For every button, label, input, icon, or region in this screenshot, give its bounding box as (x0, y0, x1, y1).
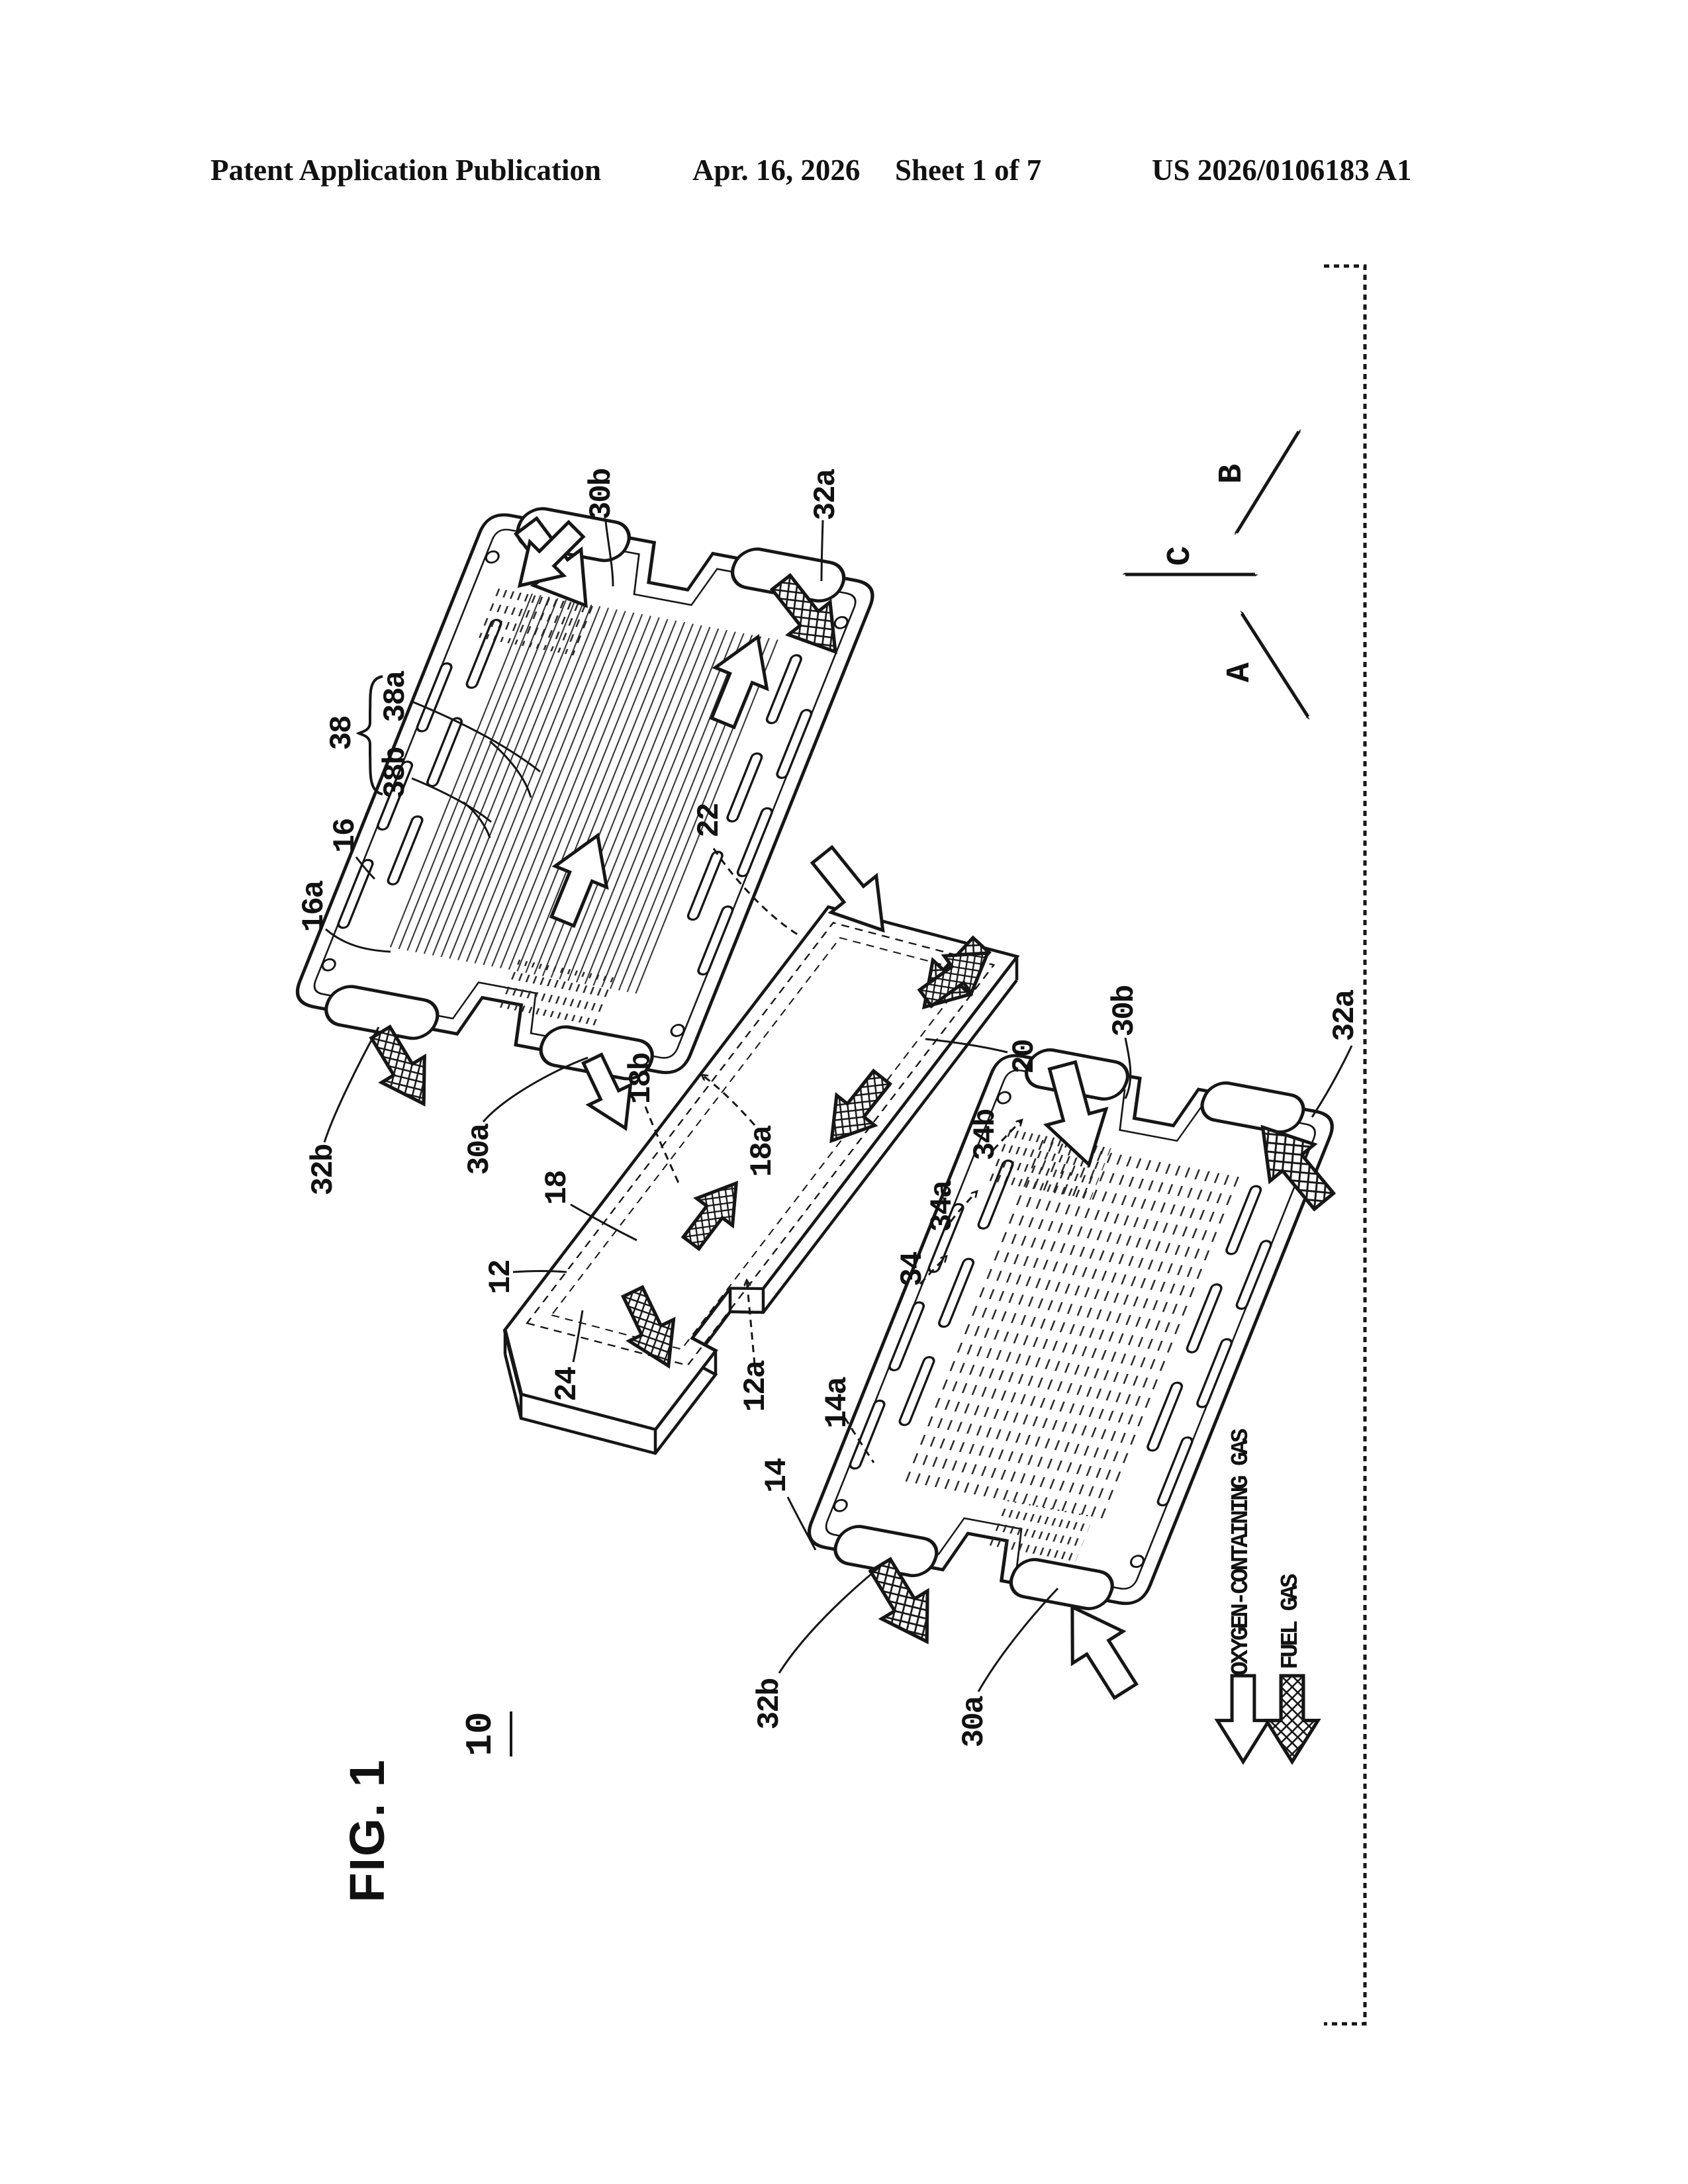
bolt-hole (1129, 1555, 1145, 1569)
label-30a-bottom: 30a (957, 1696, 992, 1747)
label-34b: 34b (968, 1109, 1003, 1160)
label-24: 24 (550, 1367, 585, 1402)
axis-b-label: B (1213, 464, 1251, 484)
label-18a: 18a (745, 1125, 780, 1177)
port-32a-bottom-plate (1200, 1081, 1305, 1134)
header-sheet: Sheet 1 of 7 (895, 154, 1041, 187)
leader-lines (323, 520, 1353, 1692)
axis-a-arrow (1242, 614, 1308, 717)
port-30a-bottom-plate (1009, 1558, 1114, 1610)
bolt-hole (996, 1091, 1011, 1105)
label-32a-top: 32a (809, 469, 843, 520)
label-16: 16 (328, 819, 363, 853)
bolt-hole (670, 1024, 685, 1037)
bolt-hole (833, 1498, 848, 1512)
label-12a: 12a (739, 1360, 773, 1412)
bolt-hole (833, 615, 849, 629)
stack-bracket (1324, 264, 1367, 2026)
top-plate-port-dashes-upper (478, 586, 598, 657)
label-16a: 16a (297, 880, 332, 932)
header-patent-number: US 2026/0106183 A1 (1152, 154, 1412, 187)
label-14: 14 (760, 1458, 794, 1493)
label-38a: 38a (379, 670, 413, 722)
label-14a: 14a (820, 1377, 855, 1428)
label-30a-top: 30a (463, 1123, 497, 1175)
bolt-hole (485, 550, 500, 564)
mea-inner-frame-dashed (526, 921, 996, 1367)
assembly-number: 10 (459, 1711, 502, 1756)
flow-legend: OXYGEN-CONTAINING GAS FUEL GAS (1217, 1429, 1318, 1762)
top-separator-plate (295, 507, 874, 1081)
figure-title: FIG. 1 (340, 1758, 395, 1903)
label-20: 20 (1008, 1040, 1042, 1073)
label-18: 18 (540, 1171, 575, 1205)
bottom-plate-port-dashes-lower (984, 1499, 1094, 1563)
axis-c-label: C (1162, 546, 1199, 566)
label-22: 22 (692, 803, 727, 837)
legend-oxygen-label: OXYGEN-CONTAINING GAS (1227, 1429, 1254, 1676)
label-12: 12 (484, 1260, 518, 1294)
label-34a: 34a (925, 1180, 960, 1232)
top-plate-inner-bead (313, 528, 857, 1059)
reference-labels: 30b 32a 38 38a 38b 16 16a 32b 30a 22 18b… (297, 469, 1362, 1747)
label-34: 34 (896, 1251, 930, 1287)
label-32b-top: 32b (306, 1144, 341, 1195)
header-date: Apr. 16, 2026 (692, 154, 860, 187)
bolt-hole (321, 958, 336, 972)
label-38: 38 (325, 716, 359, 751)
bottom-plate-flow-field-dashes (895, 1133, 1248, 1527)
bottom-plate-edge-slots (849, 1160, 1272, 1507)
label-30b-bottom: 30b (1107, 985, 1142, 1036)
legend-fuel-label: FUEL GAS (1277, 1574, 1304, 1669)
axis-a-label: A (1221, 662, 1259, 682)
label-18b: 18b (624, 1053, 659, 1104)
header-publication: Patent Application Publication (211, 154, 601, 187)
axis-triad: B C A (1125, 432, 1308, 717)
axis-b-arrow (1237, 432, 1299, 533)
port-32b-top-plate (324, 985, 440, 1040)
top-plate-port-dashes-lower (499, 959, 616, 1026)
label-30b-top: 30b (585, 469, 619, 520)
label-38b: 38b (379, 747, 413, 798)
label-38-brace (355, 675, 383, 796)
header: Patent Application Publication Apr. 16, … (211, 154, 1412, 187)
top-plate-flow-field-hatch (389, 593, 780, 994)
top-plate-edge-slots (337, 619, 813, 976)
label-32a-bottom: 32a (1328, 989, 1362, 1041)
bottom-plate-inner-bead (825, 1069, 1316, 1590)
label-32b-bottom: 32b (753, 1678, 787, 1729)
